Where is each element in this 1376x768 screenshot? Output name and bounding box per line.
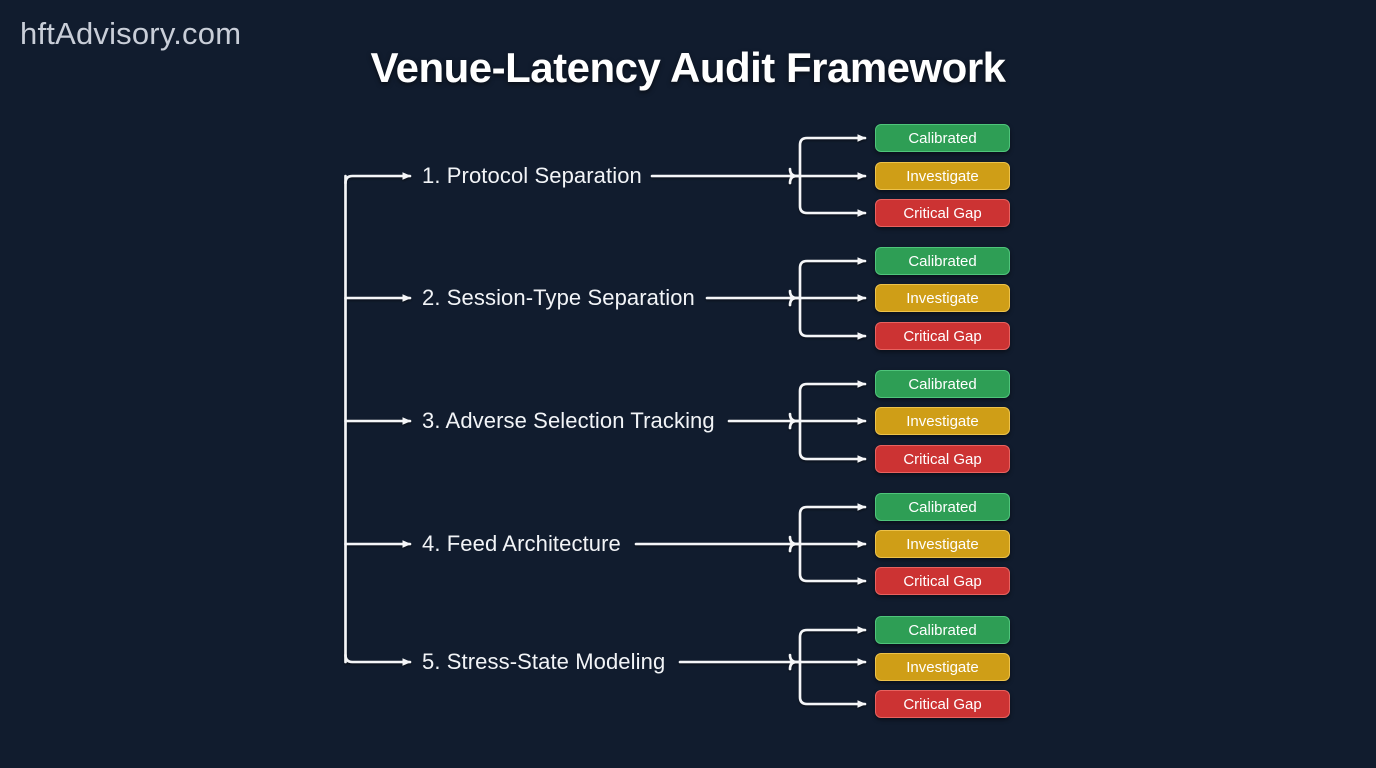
page-title: Venue-Latency Audit Framework xyxy=(370,44,1006,91)
badge-critical-gap-1[interactable]: Critical Gap xyxy=(875,199,1010,227)
badge-critical-gap-2[interactable]: Critical Gap xyxy=(875,322,1010,350)
badge-critical-gap-5[interactable]: Critical Gap xyxy=(875,690,1010,718)
badge-calibrated-2[interactable]: Calibrated xyxy=(875,247,1010,275)
branch-label-2[interactable]: 2. Session-Type Separation xyxy=(422,285,695,310)
badge-calibrated-3[interactable]: Calibrated xyxy=(875,370,1010,398)
badge-investigate-3[interactable]: Investigate xyxy=(875,407,1010,435)
badge-investigate-5[interactable]: Investigate xyxy=(875,653,1010,681)
badge-critical-gap-3[interactable]: Critical Gap xyxy=(875,445,1010,473)
badge-calibrated-1[interactable]: Calibrated xyxy=(875,124,1010,152)
branch-label-5[interactable]: 5. Stress-State Modeling xyxy=(422,649,666,674)
branch-label-4[interactable]: 4. Feed Architecture xyxy=(422,531,621,556)
badge-investigate-4[interactable]: Investigate xyxy=(875,530,1010,558)
branch-label-3[interactable]: 3. Adverse Selection Tracking xyxy=(422,408,715,433)
badge-critical-gap-4[interactable]: Critical Gap xyxy=(875,567,1010,595)
badge-investigate-2[interactable]: Investigate xyxy=(875,284,1010,312)
badge-calibrated-5[interactable]: Calibrated xyxy=(875,616,1010,644)
badge-calibrated-4[interactable]: Calibrated xyxy=(875,493,1010,521)
badge-investigate-1[interactable]: Investigate xyxy=(875,162,1010,190)
branch-label-1[interactable]: 1. Protocol Separation xyxy=(422,163,642,188)
brand-watermark: hftAdvisory.com xyxy=(20,16,242,51)
